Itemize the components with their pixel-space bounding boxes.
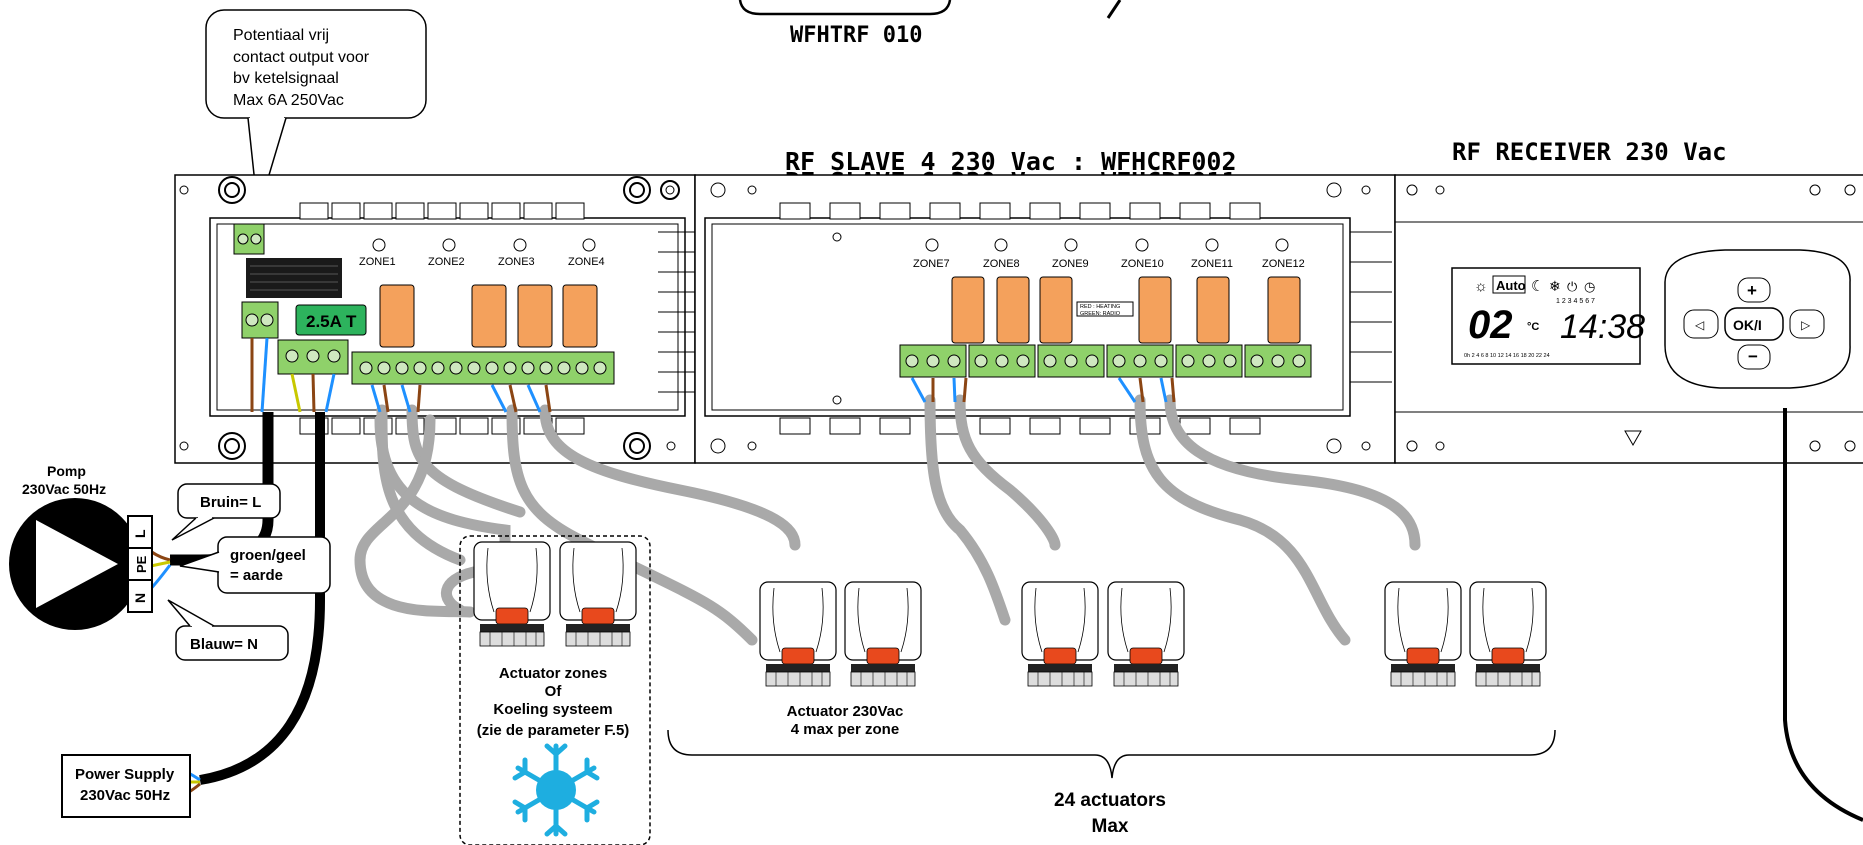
master-module: 2.5A T ZONE1 ZONE2 ZONE3 ZONE4 xyxy=(174,174,700,464)
pump-title: Pomp xyxy=(47,463,86,479)
fuse-label: 2.5A T xyxy=(306,312,357,331)
cooling-label-line: Actuator zones xyxy=(499,665,607,682)
display-hours: 0h 2 4 6 8 10 12 14 16 18 20 22 24 xyxy=(1464,353,1550,359)
actuator xyxy=(759,581,837,687)
pump-voltage: 230Vac 50Hz xyxy=(22,481,106,497)
zone-label: ZONE10 xyxy=(1121,258,1164,270)
zone-label: ZONE4 xyxy=(568,256,605,268)
blue-label: Blauw= N xyxy=(190,636,258,653)
green-yellow-label: = aarde xyxy=(230,567,283,584)
actuator xyxy=(1469,581,1547,687)
ok-button[interactable] xyxy=(1724,307,1784,341)
total-label: 24 actuators xyxy=(1054,790,1166,811)
cooling-group-box xyxy=(459,535,651,845)
brown-label: Bruin= L xyxy=(200,494,261,511)
left-button[interactable] xyxy=(1683,309,1719,339)
fuse xyxy=(295,304,367,336)
display-digits: 02 xyxy=(1468,303,1513,347)
snowflake-small-icon: ❄ xyxy=(1549,278,1561,294)
zone-label: ZONE7 xyxy=(913,258,950,270)
display-time: 14:38 xyxy=(1560,308,1645,346)
cooling-label-line: (zie de parameter F.5) xyxy=(477,722,630,739)
actuator xyxy=(473,541,551,647)
total-brace xyxy=(667,729,1556,779)
contact-callout-line: bv ketelsignaal xyxy=(233,70,339,87)
zone-label: ZONE12 xyxy=(1262,258,1305,270)
actuator xyxy=(559,541,637,647)
contact-callout-line: Potentiaal vrij xyxy=(233,27,329,44)
minus-button[interactable] xyxy=(1737,344,1771,370)
zone-label: ZONE8 xyxy=(983,258,1020,270)
receiver-title: RF RECEIVER 230 Vac xyxy=(1452,138,1727,166)
snowflake-icon xyxy=(512,743,600,837)
zone-label: ZONE9 xyxy=(1052,258,1089,270)
thermostat-label: WFHTRF 010 xyxy=(790,23,922,48)
slave-module: ZONE7 ZONE8 ZONE9 ZONE10 ZONE11 ZONE12 R… xyxy=(660,174,1396,464)
terminal-pe: PE xyxy=(134,555,149,573)
zone-label: ZONE1 xyxy=(359,256,396,268)
cooling-label-line: Of xyxy=(545,683,563,700)
actuator xyxy=(1107,581,1185,687)
right-button[interactable] xyxy=(1789,309,1825,339)
display-days: 1 2 3 4 5 6 7 xyxy=(1556,298,1595,305)
actuator-label: Actuator 230Vac xyxy=(787,703,904,720)
zone-label: ZONE3 xyxy=(498,256,535,268)
green-yellow-label: groen/geel xyxy=(230,547,306,564)
power-supply-voltage: 230Vac 50Hz xyxy=(80,787,170,804)
left-arrow-icon: ◁ xyxy=(1695,318,1705,332)
actuator-cables xyxy=(376,394,1421,646)
pump-arrow-icon xyxy=(36,520,118,608)
display-unit: °C xyxy=(1527,321,1539,333)
terminal-l: L xyxy=(132,529,148,538)
zone-label: ZONE2 xyxy=(428,256,465,268)
plus-icon: + xyxy=(1747,281,1757,300)
power-supply: Power Supply 230Vac 50Hz xyxy=(61,754,191,818)
sun-icon: ☼ xyxy=(1474,278,1488,295)
red-green-note: RED : HEATING xyxy=(1080,304,1120,310)
contact-callout-line: contact output voor xyxy=(233,49,370,66)
transformer xyxy=(246,258,342,298)
minus-icon: − xyxy=(1748,347,1758,366)
total-label: Max xyxy=(1092,816,1129,837)
lcd-display xyxy=(1451,267,1641,365)
actuator xyxy=(844,581,922,687)
moon-icon: ☾ xyxy=(1531,278,1544,295)
thermostat-top: WFHTRF 010 xyxy=(738,0,1122,48)
actuator-label: 4 max per zone xyxy=(791,721,899,738)
red-green-note: GREEN: RADIO xyxy=(1080,311,1121,317)
right-arrow-icon: ▷ xyxy=(1801,318,1811,332)
zone-label: ZONE11 xyxy=(1191,258,1233,270)
display-auto: Auto xyxy=(1496,278,1526,293)
plus-button[interactable] xyxy=(1737,277,1771,303)
cooling-label-line: Koeling systeem xyxy=(493,701,612,718)
power-supply-title: Power Supply xyxy=(75,766,175,783)
ok-label: OK/I xyxy=(1733,317,1762,333)
actuator xyxy=(1384,581,1462,687)
pump: Pomp 230Vac 50Hz L PE N xyxy=(9,463,153,630)
wire-callouts: Bruin= L groen/geel = aarde Blauw= N xyxy=(167,483,331,661)
contact-callout-line: Max 6A 250Vac xyxy=(233,92,344,109)
rf-receiver: ☼ Auto ☾ ❄ ⏻ ◷ 1 2 3 4 5 6 7 02 °C 14:38… xyxy=(1394,174,1863,822)
actuator xyxy=(1021,581,1099,687)
slave-title-4: RF SLAVE 4 230 Vac : WFHCRF002 xyxy=(785,147,1237,176)
terminal-n: N xyxy=(132,593,148,603)
clock-icon: ⏻ xyxy=(1567,279,1577,294)
timer-icon: ◷ xyxy=(1584,279,1595,294)
cooling-label: Actuator zones Of Koeling systeem (zie d… xyxy=(477,665,630,739)
